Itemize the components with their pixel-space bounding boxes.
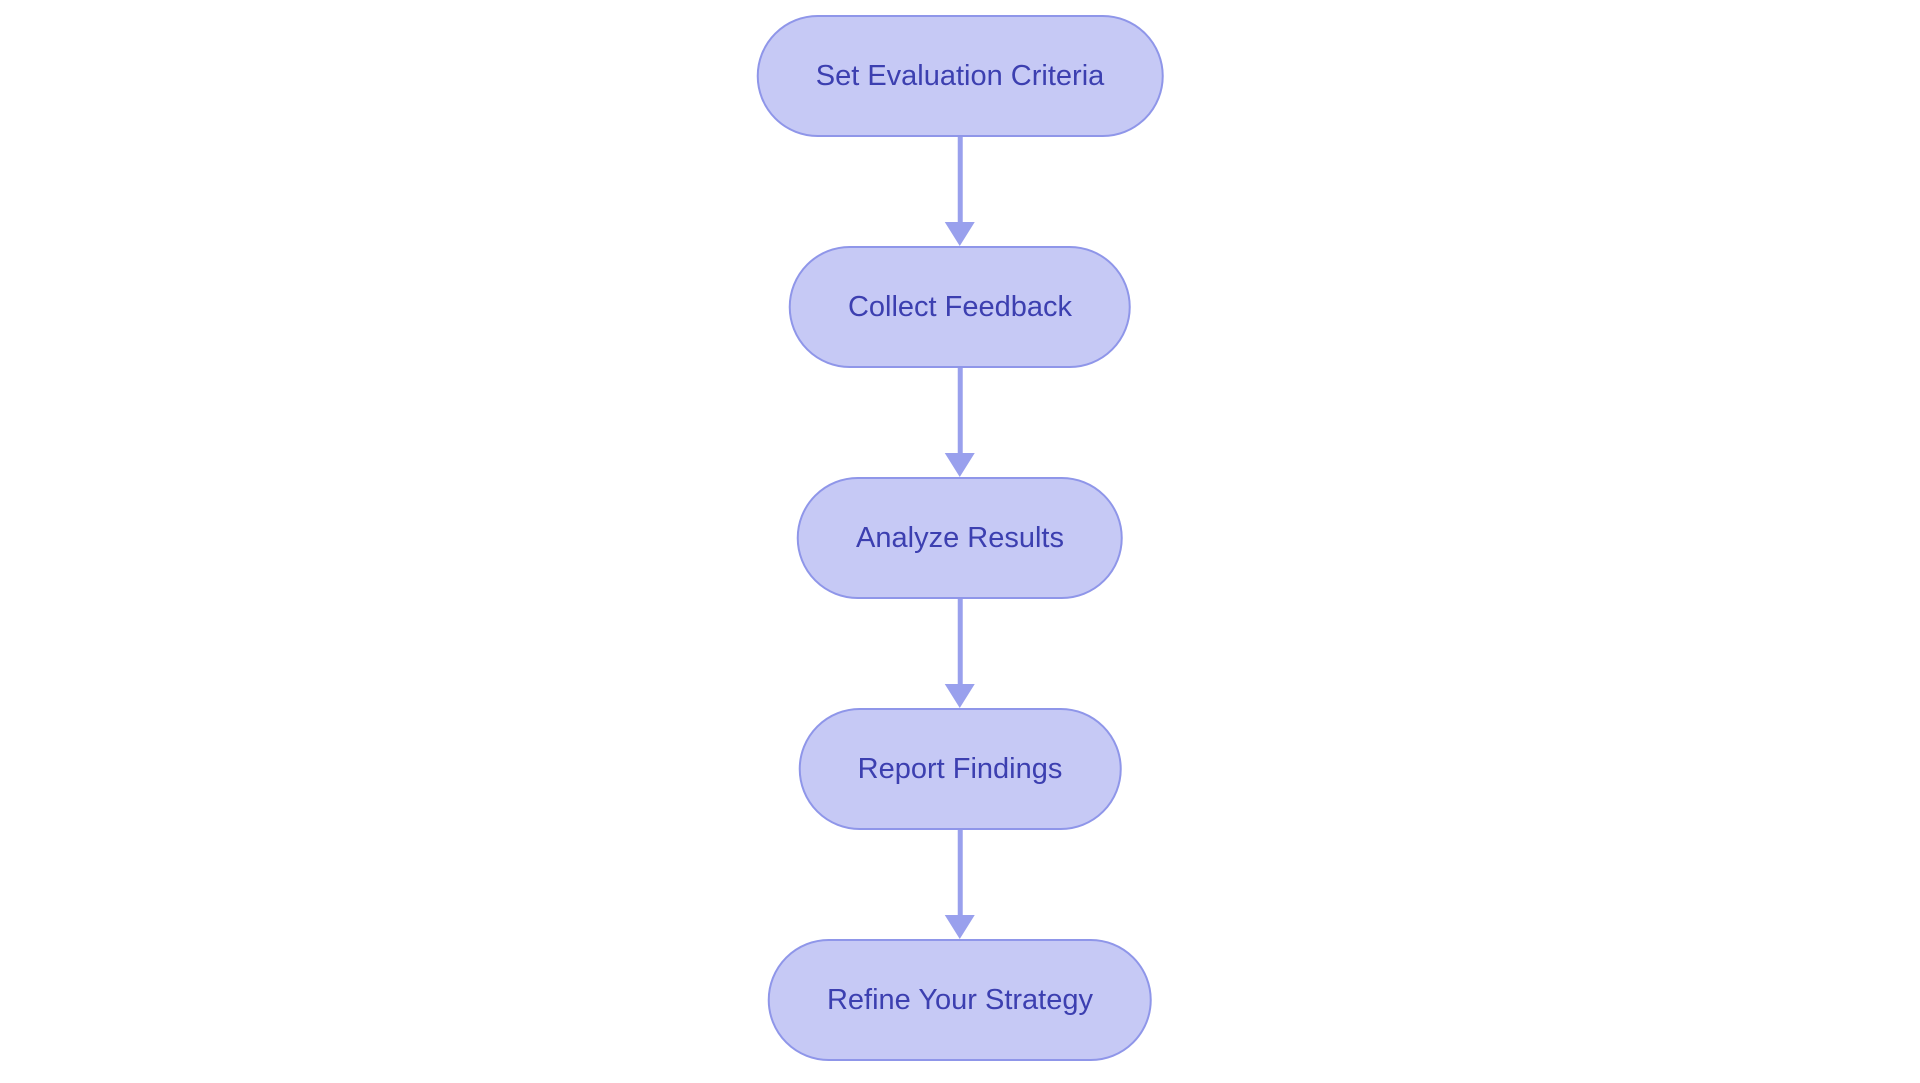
flow-arrow-4 [945, 830, 975, 939]
flowchart: Set Evaluation Criteria Collect Feedback… [756, 15, 1164, 1061]
node-label: Set Evaluation Criteria [815, 59, 1105, 92]
flow-arrow-1 [945, 137, 975, 246]
arrow-down-icon [945, 453, 975, 477]
arrow-line [957, 830, 963, 915]
flow-arrow-3 [945, 599, 975, 708]
flow-arrow-2 [945, 368, 975, 477]
flow-node-set-evaluation-criteria: Set Evaluation Criteria [756, 15, 1164, 137]
arrow-down-icon [945, 222, 975, 246]
arrow-line [957, 137, 963, 222]
arrow-down-icon [945, 915, 975, 939]
flow-node-report-findings: Report Findings [798, 708, 1122, 830]
node-label: Analyze Results [856, 521, 1064, 554]
node-label: Refine Your Strategy [826, 983, 1093, 1016]
flow-node-collect-feedback: Collect Feedback [788, 246, 1132, 368]
flow-node-refine-your-strategy: Refine Your Strategy [767, 939, 1152, 1061]
flow-node-analyze-results: Analyze Results [797, 477, 1123, 599]
node-label: Collect Feedback [847, 290, 1073, 323]
node-label: Report Findings [857, 752, 1063, 785]
arrow-line [957, 599, 963, 684]
arrow-line [957, 368, 963, 453]
arrow-down-icon [945, 684, 975, 708]
